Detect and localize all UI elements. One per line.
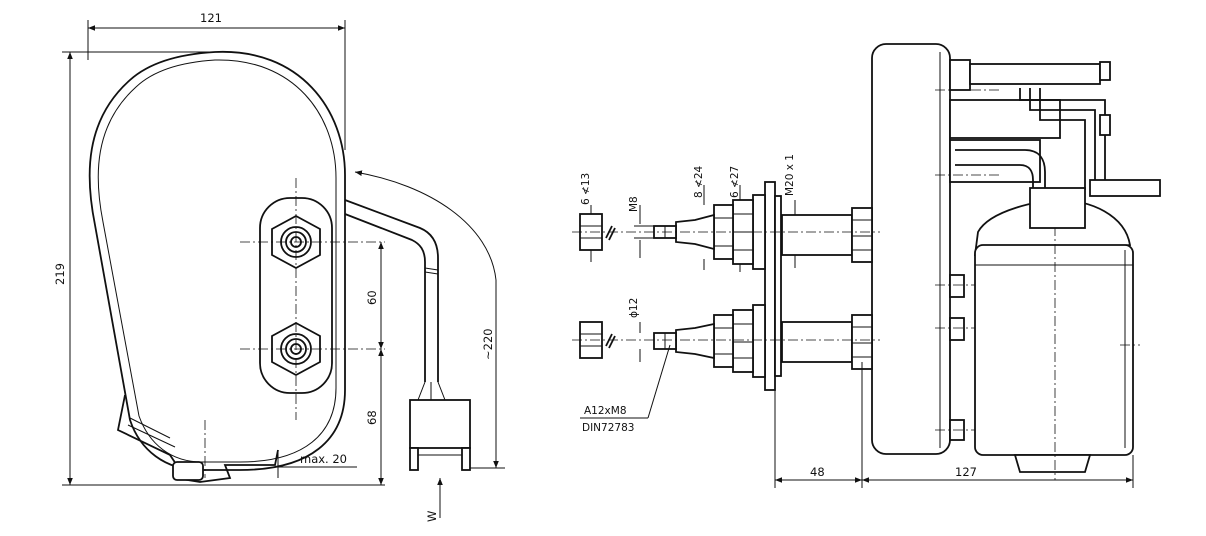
motor [973, 190, 1140, 480]
side-view-dimensions: 6 ≮13 M8 8 ≮24 6 ≮27 M20 x 1 ϕ12 A12xM8 … [580, 154, 1134, 488]
gearbox-body [871, 43, 951, 455]
dim-distance-127: 127 [955, 465, 977, 479]
dim-thread-m8: M8 [628, 196, 640, 212]
dim-height-219: 219 [53, 263, 67, 285]
cable-inner [344, 213, 426, 382]
connector-plug [409, 399, 471, 449]
dim-diameter-12: ϕ12 [628, 298, 640, 318]
dim-thread-m20: M20 x 1 [784, 154, 796, 196]
upper-shaft [653, 194, 873, 270]
label-spline-din72783: DIN72783 [582, 422, 634, 434]
dim-width-121: 121 [200, 11, 222, 25]
dim-offset-68: 68 [365, 410, 379, 425]
brush-holders [935, 59, 1161, 441]
dim-distance-48: 48 [810, 465, 825, 479]
cable-outer [344, 199, 439, 382]
dim-nut-6x13: 6 ≮13 [580, 173, 592, 205]
label-w: W [425, 511, 439, 522]
lower-shaft [653, 304, 873, 378]
motor-can [974, 244, 1134, 456]
dim-cable-220: ~220 [481, 328, 495, 360]
front-view [88, 51, 471, 483]
dim-pitch-60: 60 [365, 290, 379, 305]
front-view-dimensions: 121 219 60 68 max. 20 ~220 W [53, 11, 505, 522]
housing-inner-outline [97, 59, 337, 463]
dim-nut-6x27: 6 ≮27 [729, 166, 741, 198]
dim-max-20: max. 20 [300, 452, 347, 466]
dim-nut-8x24: 8 ≮24 [693, 166, 705, 198]
side-view [572, 43, 1161, 480]
label-spline-a12xm8: A12xM8 [584, 405, 627, 417]
mounting-plate [764, 181, 776, 391]
shaft-stub [172, 461, 204, 481]
